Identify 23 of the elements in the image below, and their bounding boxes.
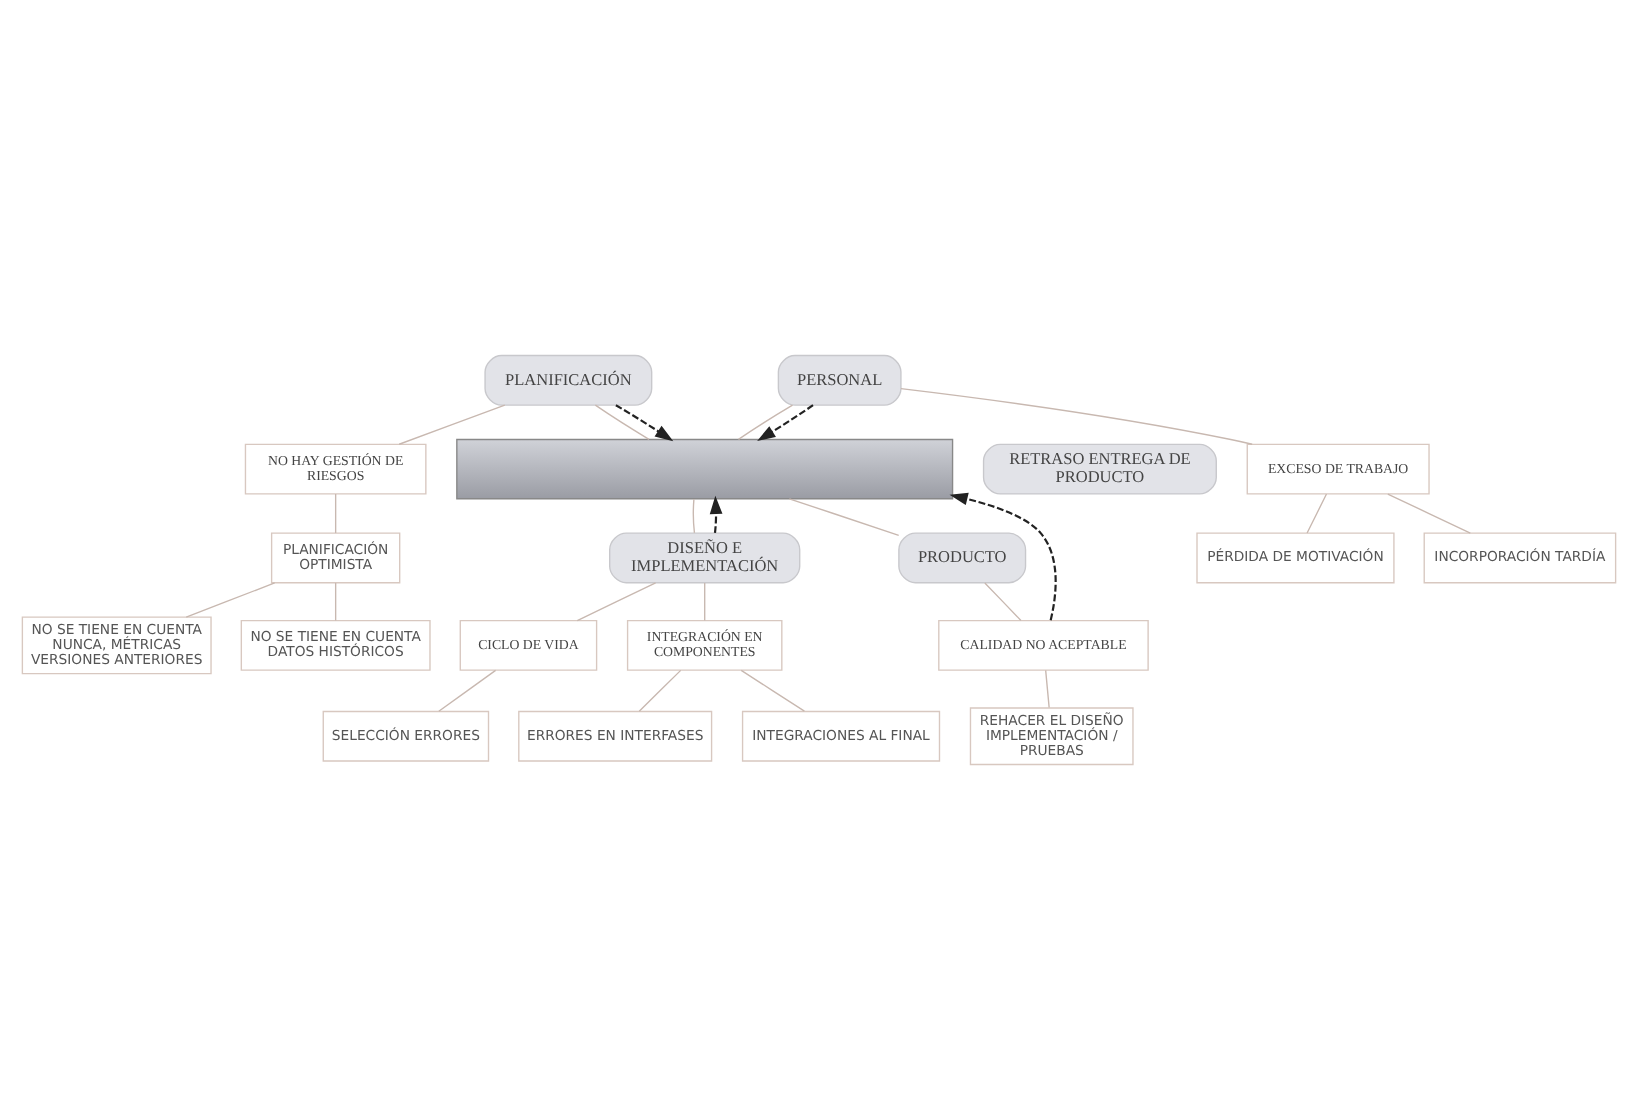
arrow: [757, 404, 814, 442]
connector: [704, 582, 706, 622]
connector: [334, 493, 337, 534]
connector: [740, 669, 806, 712]
connector: [576, 582, 657, 622]
connector: [737, 404, 794, 441]
connector: [638, 669, 682, 712]
node-bar: [456, 438, 954, 500]
arrow: [615, 404, 674, 442]
connector: [438, 669, 497, 712]
connector: [1387, 493, 1471, 534]
arrow: [709, 495, 723, 533]
connector: [1045, 669, 1050, 709]
connector: [984, 582, 1022, 622]
connector: [398, 404, 506, 445]
connector: [594, 404, 650, 441]
arrow: [949, 492, 1057, 621]
connector: [334, 582, 337, 622]
connector: [185, 582, 276, 618]
connector: [900, 387, 1253, 445]
connector: [692, 498, 696, 534]
connector: [1306, 493, 1328, 534]
connector: [788, 498, 900, 537]
